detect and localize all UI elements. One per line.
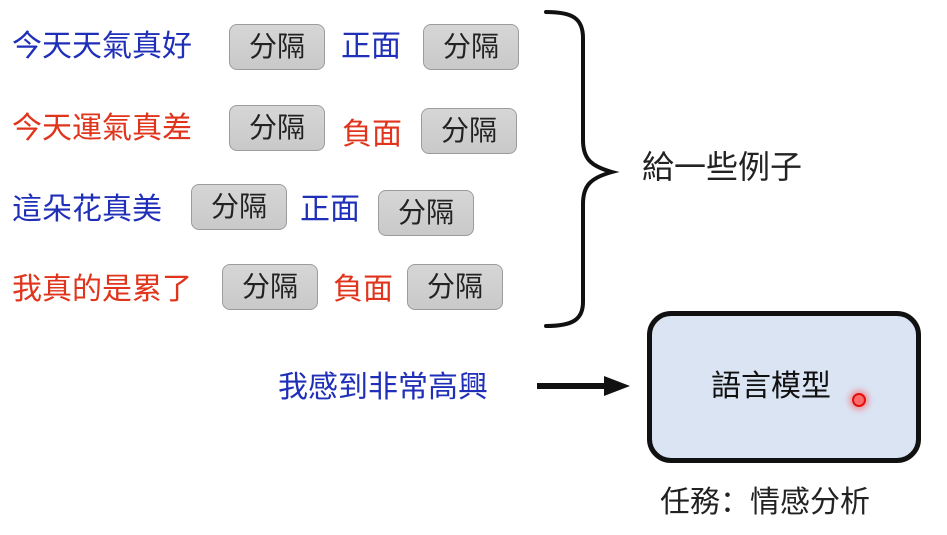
separator-token: 分隔 (191, 184, 287, 230)
separator-token: 分隔 (229, 105, 325, 151)
example-3-text: 這朵花真美 (12, 192, 162, 227)
arrow-head-icon (604, 376, 630, 396)
pointer-highlight-icon (852, 393, 866, 407)
query-text: 我感到非常高興 (278, 370, 488, 405)
separator-token: 分隔 (229, 24, 325, 70)
separator-token: 分隔 (378, 190, 474, 236)
separator-token: 分隔 (407, 264, 503, 310)
example-3-label: 正面 (300, 192, 360, 227)
separator-token: 分隔 (421, 108, 517, 154)
curly-brace (544, 10, 620, 328)
brace-note: 給一些例子 (642, 148, 803, 186)
example-1-text: 今天天氣真好 (12, 29, 192, 64)
example-2-text: 今天運氣真差 (12, 111, 192, 146)
example-4-text: 我真的是累了 (12, 272, 192, 307)
language-model-label: 語言模型 (711, 369, 831, 404)
example-2-label: 負面 (342, 117, 402, 152)
example-4-label: 負面 (333, 272, 393, 307)
separator-token: 分隔 (222, 264, 318, 310)
separator-token: 分隔 (423, 24, 519, 70)
task-caption: 任務：情感分析 (660, 485, 870, 520)
example-1-label: 正面 (341, 29, 401, 64)
language-model-box (647, 311, 921, 463)
